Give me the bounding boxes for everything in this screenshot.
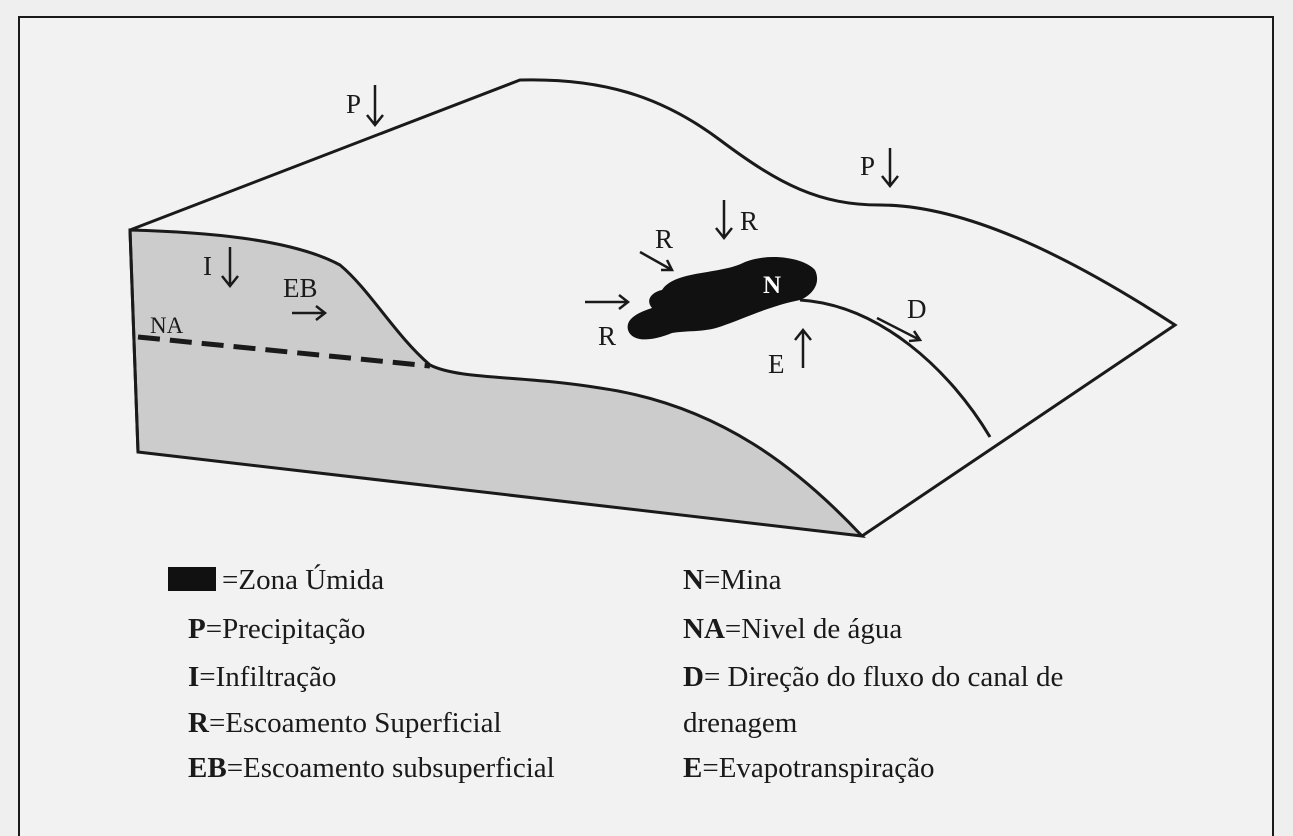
label-p-1: P <box>346 89 361 119</box>
label-e: E <box>768 349 785 379</box>
label-r-3: R <box>598 321 616 351</box>
drainage-channel <box>799 298 992 438</box>
label-r-2: R <box>740 206 758 236</box>
label-eb: EB <box>283 273 318 303</box>
precipitation-arrow-2 <box>881 148 899 189</box>
label-na: NA <box>150 313 184 338</box>
front-face-left-edge <box>128 229 140 453</box>
subsurface-flow-arrow <box>292 305 328 321</box>
label-mina: N <box>763 272 781 299</box>
flow-direction-arrow <box>876 316 923 343</box>
label-r-1: R <box>655 224 673 254</box>
wetland-zone <box>627 256 818 340</box>
label-i: I <box>203 251 212 281</box>
runoff-arrow-1 <box>639 250 675 272</box>
label-p-2: P <box>860 151 875 181</box>
subsurface-cross-section <box>128 228 866 538</box>
terrain-surface-outline <box>129 78 1178 538</box>
runoff-arrow-2 <box>715 200 733 241</box>
water-table-line <box>137 334 431 369</box>
evapotranspiration-arrow <box>794 327 812 368</box>
runoff-arrow-3 <box>585 294 631 310</box>
infiltration-arrow <box>221 247 239 289</box>
label-d: D <box>907 294 927 324</box>
precipitation-arrow-1 <box>366 85 384 128</box>
